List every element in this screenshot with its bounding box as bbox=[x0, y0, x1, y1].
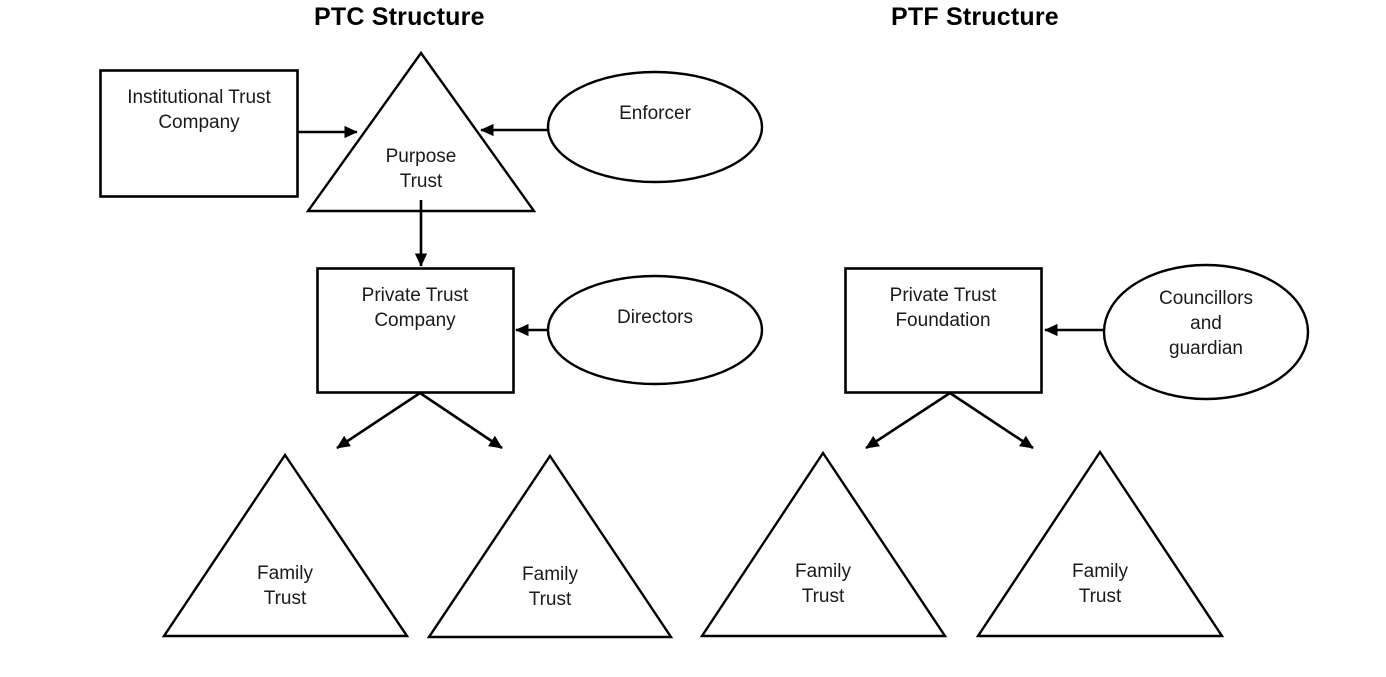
connector-ptf-to-family-1 bbox=[865, 391, 951, 450]
connector-ptc-to-family-2 bbox=[419, 391, 503, 450]
connector-ptc-to-family-1 bbox=[336, 391, 421, 450]
private-trust-foundation-shape[interactable] bbox=[844, 267, 1043, 394]
family-trust-ptc-1-shape[interactable] bbox=[161, 452, 410, 638]
ptc-structure-title: PTC Structure bbox=[314, 3, 485, 31]
ptf-structure-title: PTF Structure bbox=[891, 3, 1059, 31]
enforcer-shape[interactable] bbox=[546, 70, 764, 184]
councillors-and-guardian-shape[interactable] bbox=[1102, 263, 1310, 401]
connector-ptf-to-family-2 bbox=[949, 391, 1034, 450]
directors-shape[interactable] bbox=[546, 274, 764, 386]
family-trust-ptc-2-shape[interactable] bbox=[426, 453, 674, 639]
private-trust-company-shape[interactable] bbox=[316, 267, 515, 394]
institutional-trust-company-shape[interactable] bbox=[99, 69, 299, 198]
family-trust-ptf-2-shape[interactable] bbox=[975, 449, 1225, 638]
family-trust-ptf-1-shape[interactable] bbox=[699, 450, 948, 638]
